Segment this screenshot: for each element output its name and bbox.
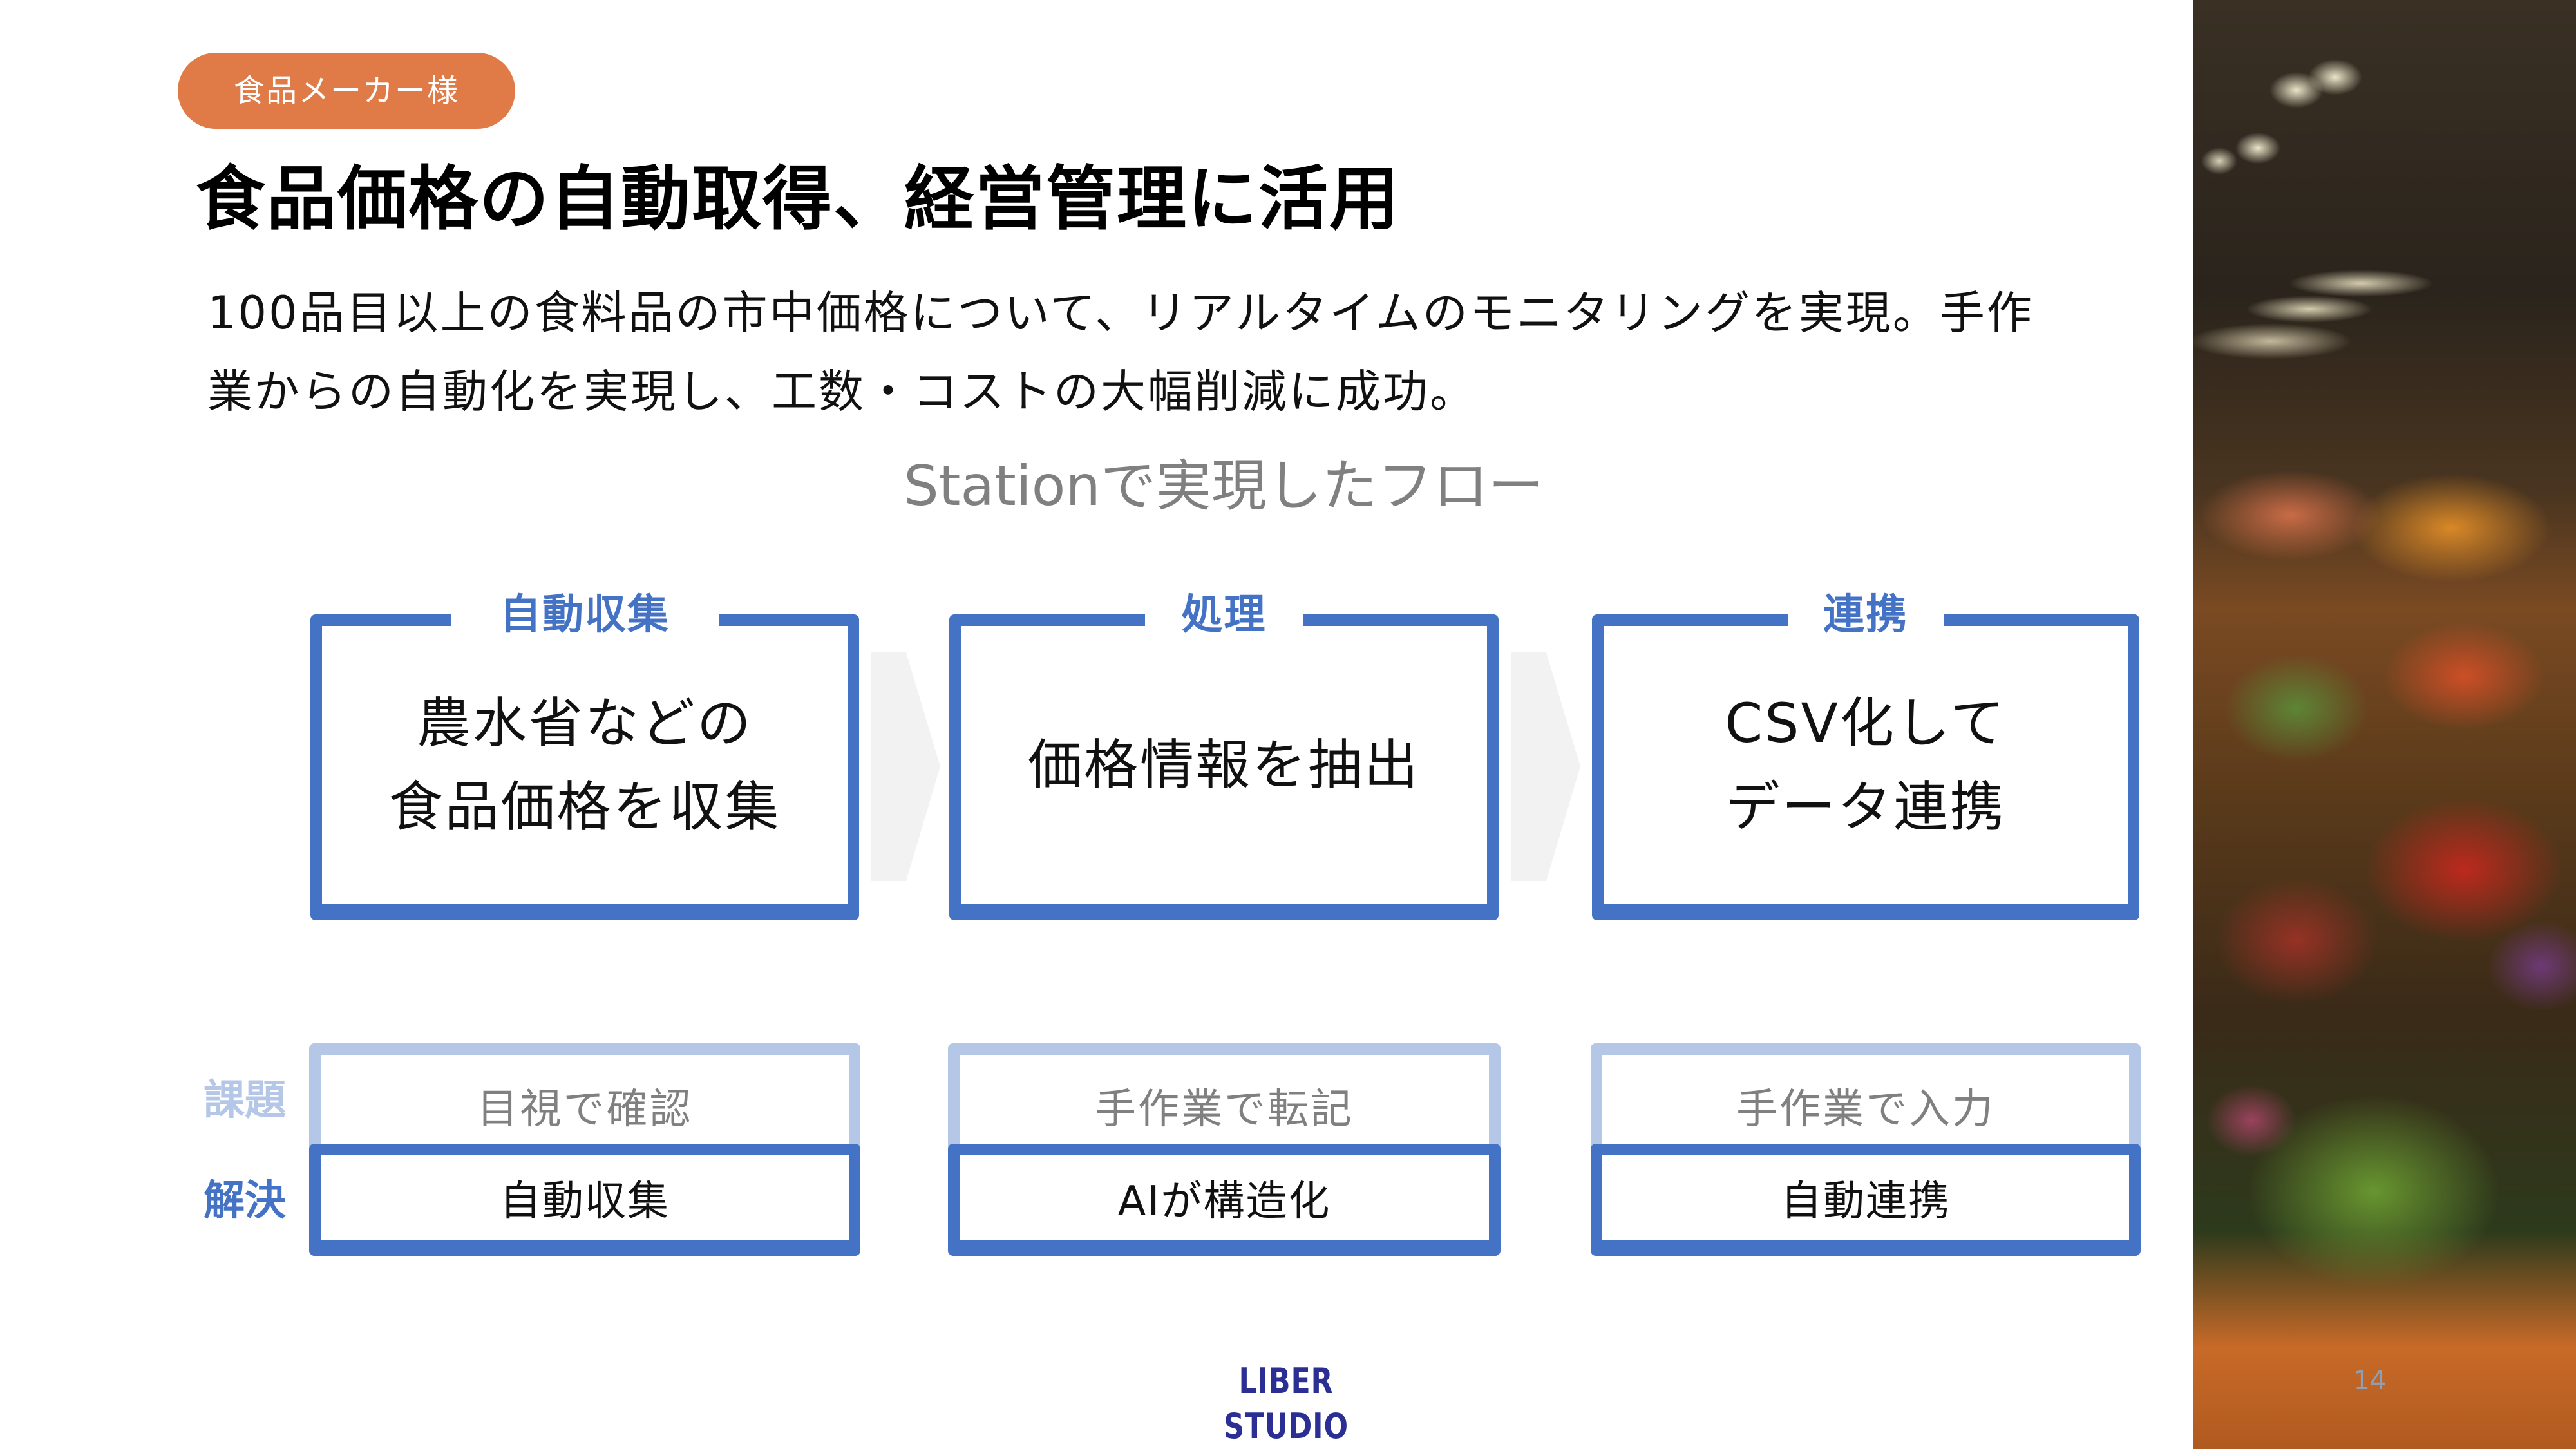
flow-step-integrate: CSV化して データ連携 <box>1592 614 2139 920</box>
problem-cell: 手作業で転記 <box>948 1043 1501 1156</box>
flow-title: Stationで実現したフロー <box>904 454 1544 518</box>
description-line-2: 業からの自動化を実現し、工数・コストの大幅削減に成功。 <box>207 365 1477 418</box>
flow-step-label: 連携 <box>1788 586 1944 644</box>
description-line-1: 100品目以上の食料品の市中価格について、リアルタイムのモニタリングを実現。手作 <box>207 287 2034 339</box>
market-produce-photo <box>2193 0 2576 1449</box>
slide-description: 100品目以上の食料品の市中価格について、リアルタイムのモニタリングを実現。手作… <box>207 274 2126 431</box>
problem-cell: 目視で確認 <box>309 1043 860 1156</box>
flow-step-collect: 農水省などの 食品価格を収集 <box>310 614 859 920</box>
problem-cell: 手作業で入力 <box>1591 1043 2141 1156</box>
footer-logo: LIBER STUDIO <box>1224 1361 1349 1446</box>
flow-step-process: 価格情報を抽出 <box>949 614 1499 920</box>
flow-step-content: 農水省などの 食品価格を収集 <box>388 691 781 838</box>
solution-cell: AIが構造化 <box>948 1144 1501 1256</box>
flow-step-content: CSV化して データ連携 <box>1725 691 2007 838</box>
flow-step-content: 価格情報を抽出 <box>1027 733 1420 797</box>
solution-cell: 自動連携 <box>1591 1144 2141 1256</box>
solution-cell: 自動収集 <box>309 1144 860 1256</box>
client-badge: 食品メーカー様 <box>178 53 515 129</box>
page-number: 14 <box>2353 1366 2387 1396</box>
slide-title: 食品価格の自動取得、経営管理に活用 <box>196 159 1401 240</box>
chevron-right-icon <box>871 652 940 881</box>
row-label-problem: 課題 <box>204 1077 286 1124</box>
chevron-right-icon <box>1511 652 1580 881</box>
flow-step-label: 自動収集 <box>451 586 719 644</box>
row-label-solution: 解決 <box>204 1177 286 1225</box>
flow-step-label: 処理 <box>1145 586 1303 644</box>
